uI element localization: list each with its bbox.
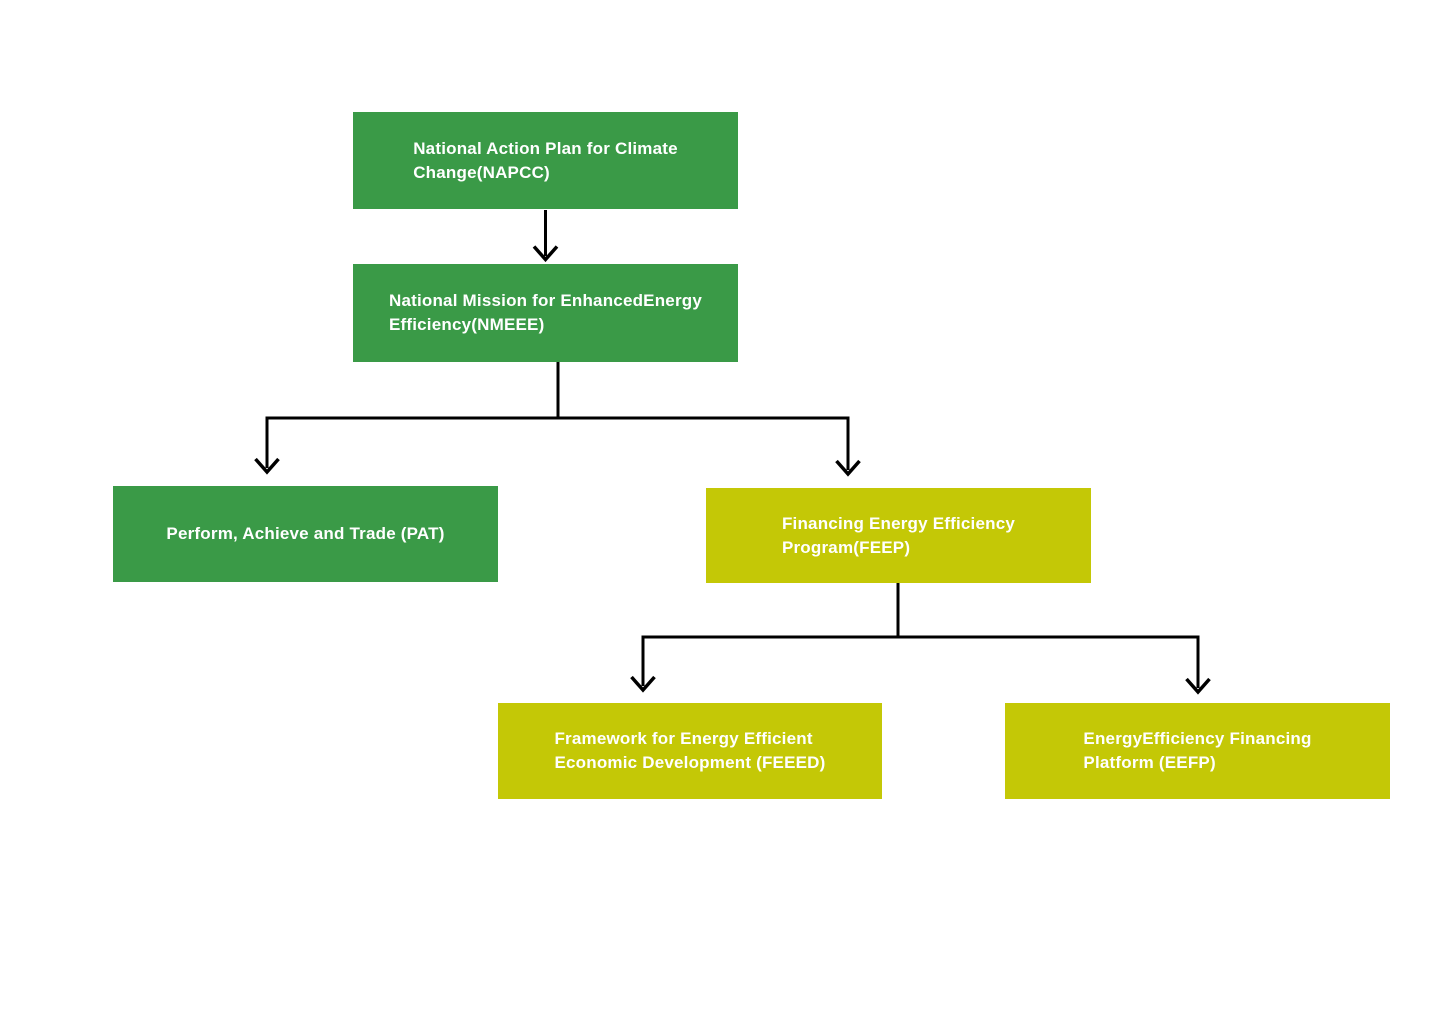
- node-feep: Financing Energy Efficiency Program(FEEP…: [706, 488, 1091, 583]
- connector-feep-children: [630, 583, 1211, 695]
- node-pat: Perform, Achieve and Trade (PAT): [113, 486, 498, 582]
- connector-rail: [265, 362, 850, 420]
- node-eefp: EnergyEfficiency Financing Platform (EEF…: [1005, 703, 1390, 799]
- node-nmeee-label: National Mission for EnhancedEnergy Effi…: [388, 291, 703, 334]
- arrowhead-icon: [1185, 677, 1211, 695]
- arrowhead-icon: [835, 459, 861, 477]
- connector-rail: [641, 583, 1200, 639]
- node-napcc: National Action Plan for Climate Change(…: [353, 112, 738, 209]
- node-feep-label: Financing Energy Efficiency Program(FEEP…: [781, 513, 1016, 557]
- arrow-napcc-to-nmeee: [532, 210, 559, 263]
- node-napcc-label: National Action Plan for Climate Change(…: [413, 138, 678, 182]
- connector-nmeee-children: [254, 362, 861, 477]
- node-feeed-label: Framework for Energy Efficient Economic …: [554, 729, 826, 772]
- node-feeed: Framework for Energy Efficient Economic …: [498, 703, 882, 799]
- node-eefp-label: EnergyEfficiency Financing Platform (EEF…: [1083, 729, 1312, 772]
- arrowhead-icon: [630, 675, 656, 693]
- node-nmeee: National Mission for EnhancedEnergy Effi…: [353, 264, 738, 362]
- arrowhead-icon: [532, 245, 559, 263]
- node-pat-label: Perform, Achieve and Trade (PAT): [166, 524, 445, 543]
- arrowhead-icon: [254, 457, 280, 475]
